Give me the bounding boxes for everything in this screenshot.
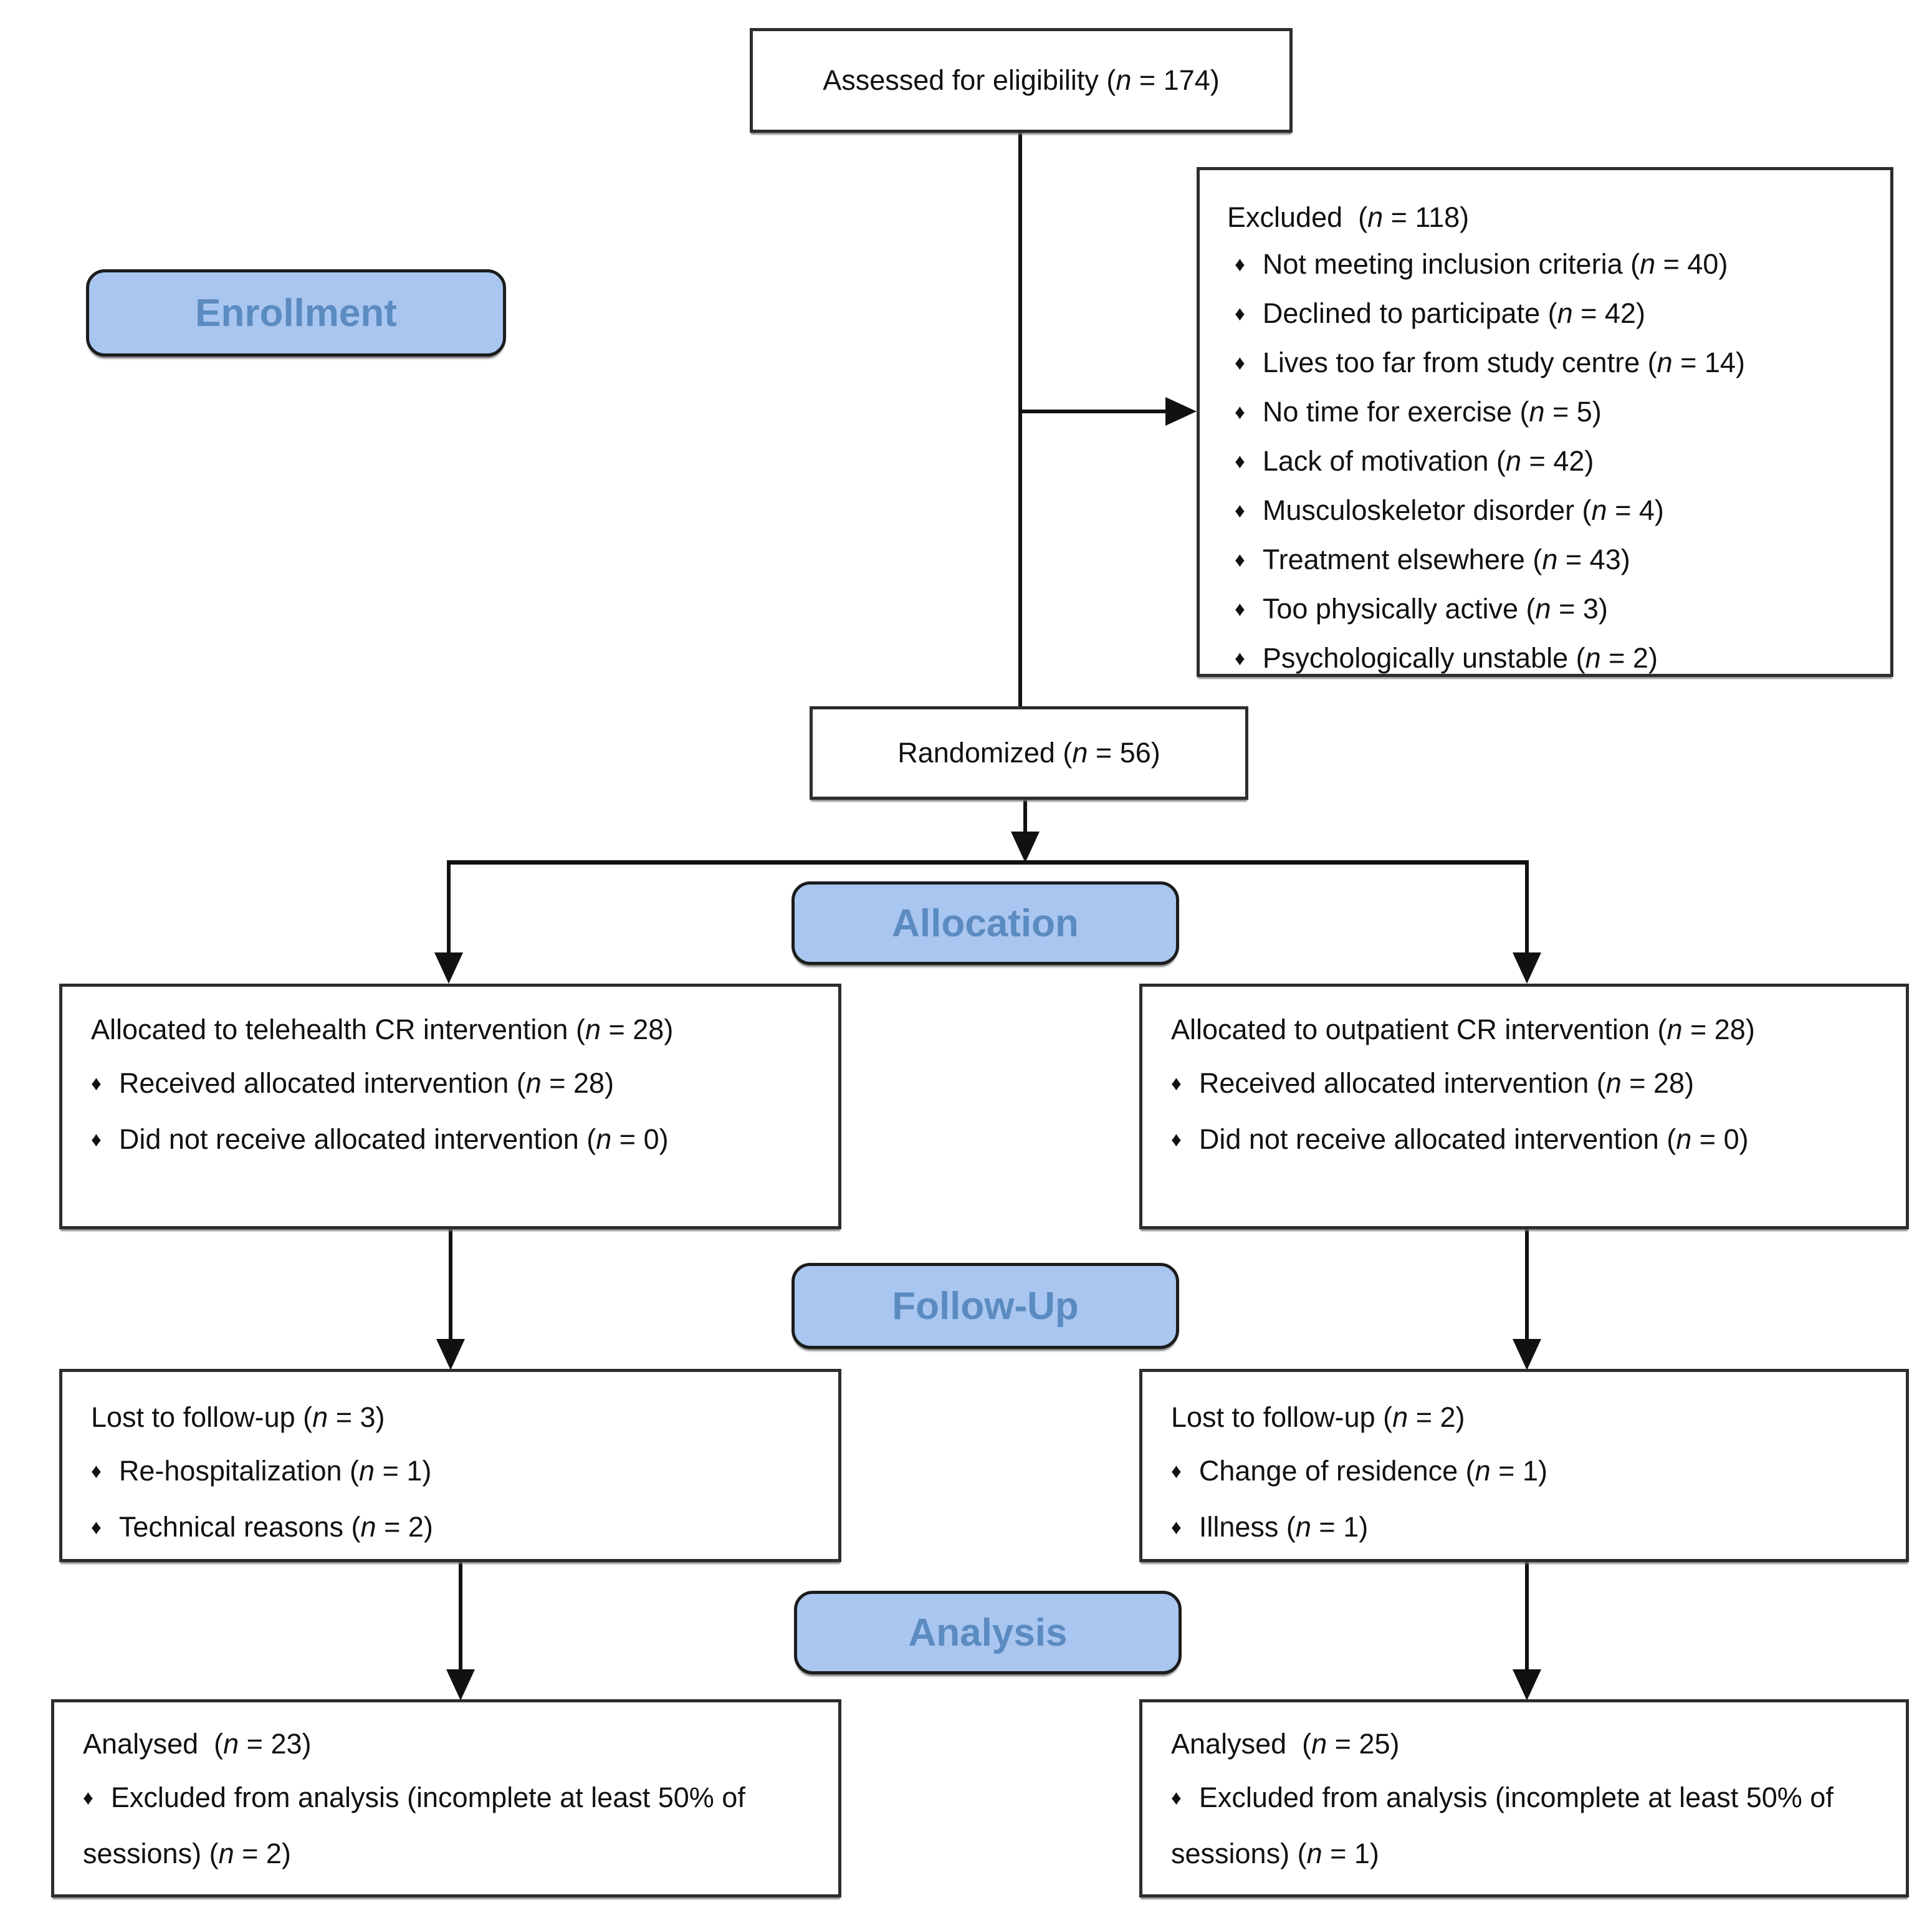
analysis-telehealth-box: Analysed (n = 23) ♦Excluded from analysi… — [51, 1699, 841, 1897]
followup-outpatient-title: Lost to follow-up (n = 2) — [1171, 1401, 1465, 1433]
excluded-item: ♦Musculoskeletor disorder (n = 4) — [1235, 494, 1664, 526]
excluded-item: ♦Declined to participate (n = 42) — [1235, 297, 1645, 329]
bullet-diamond-icon: ♦ — [1235, 400, 1245, 423]
bullet-diamond-icon: ♦ — [91, 1459, 102, 1482]
bullet-diamond-icon: ♦ — [1171, 1128, 1182, 1151]
arrowhead-icon — [434, 952, 463, 984]
bullet-diamond-icon: ♦ — [91, 1128, 102, 1151]
allocation-item: ♦Did not receive allocated intervention … — [1171, 1123, 1749, 1155]
excluded-box: Excluded (n = 118) ♦Not meeting inclusio… — [1197, 167, 1893, 677]
connector-randomized-to-branch — [1023, 798, 1027, 835]
followup-item: ♦Technical reasons (n = 2) — [91, 1511, 433, 1543]
excluded-item: ♦Too physically active (n = 3) — [1235, 593, 1608, 625]
bullet-diamond-icon: ♦ — [1235, 499, 1245, 522]
excluded-item: ♦Lack of motivation (n = 42) — [1235, 445, 1594, 477]
bullet-diamond-icon: ♦ — [1171, 1072, 1182, 1095]
allocation-item: ♦Received allocated intervention (n = 28… — [91, 1067, 615, 1099]
followup-item: ♦Change of residence (n = 1) — [1171, 1455, 1547, 1487]
followup-outpatient-box: Lost to follow-up (n = 2) ♦Change of res… — [1139, 1369, 1909, 1562]
excluded-item: ♦Psychologically unstable (n = 2) — [1235, 642, 1658, 674]
excluded-item: ♦No time for exercise (n = 5) — [1235, 396, 1602, 428]
followup-telehealth-title: Lost to follow-up (n = 3) — [91, 1401, 385, 1433]
arrowhead-icon — [1165, 397, 1197, 426]
allocation-outpatient-title: Allocated to outpatient CR intervention … — [1171, 1014, 1755, 1045]
assessed-box: Assessed for eligibility (n = 174) — [750, 28, 1293, 133]
stage-label-enrollment: Enrollment — [86, 269, 506, 357]
connector-to-excluded — [1018, 410, 1169, 413]
bullet-diamond-icon: ♦ — [1171, 1459, 1182, 1482]
excluded-list: ♦Not meeting inclusion criteria (n = 40)… — [1227, 241, 1880, 684]
arrowhead-icon — [436, 1339, 465, 1370]
allocation-telehealth-box: Allocated to telehealth CR intervention … — [59, 984, 841, 1229]
arrowhead-icon — [1513, 952, 1541, 984]
bullet-diamond-icon: ♦ — [1235, 597, 1245, 620]
bullet-diamond-icon: ♦ — [91, 1515, 102, 1538]
allocation-item: ♦Received allocated intervention (n = 28… — [1171, 1067, 1695, 1099]
bullet-diamond-icon: ♦ — [83, 1786, 93, 1809]
connector-followup-to-analysis-right — [1525, 1561, 1529, 1671]
connector-branch-to-alloc-right — [1525, 860, 1529, 954]
connector-alloc-to-followup-right — [1525, 1228, 1529, 1340]
arrowhead-icon — [1011, 832, 1040, 863]
connector-branch-horizontal — [447, 860, 1529, 865]
bullet-diamond-icon: ♦ — [1171, 1786, 1182, 1809]
followup-telehealth-list: ♦Re-hospitalization (n = 1) ♦Technical r… — [91, 1444, 822, 1556]
excluded-item: ♦Not meeting inclusion criteria (n = 40) — [1235, 248, 1728, 280]
excluded-item: ♦Treatment elsewhere (n = 43) — [1235, 544, 1630, 575]
allocation-outpatient-box: Allocated to outpatient CR intervention … — [1139, 984, 1909, 1229]
stage-label-allocation: Allocation — [791, 881, 1179, 965]
connector-branch-to-alloc-left — [447, 860, 451, 954]
analysis-telehealth-title: Analysed (n = 23) — [83, 1728, 312, 1760]
allocation-outpatient-list: ♦Received allocated intervention (n = 28… — [1171, 1057, 1890, 1169]
connector-alloc-to-followup-left — [449, 1228, 452, 1340]
followup-item: ♦Illness (n = 1) — [1171, 1511, 1369, 1543]
bullet-diamond-icon: ♦ — [1235, 351, 1245, 374]
bullet-diamond-icon: ♦ — [1235, 449, 1245, 472]
bullet-diamond-icon: ♦ — [91, 1072, 102, 1095]
analysis-item: ♦Excluded from analysis (incomplete at l… — [83, 1782, 753, 1869]
arrowhead-icon — [1513, 1339, 1541, 1370]
analysis-item: ♦Excluded from analysis (incomplete at l… — [1171, 1782, 1842, 1869]
arrowhead-icon — [446, 1669, 475, 1700]
followup-outpatient-list: ♦Change of residence (n = 1) ♦Illness (n… — [1171, 1444, 1890, 1556]
analysis-telehealth-list: ♦Excluded from analysis (incomplete at l… — [83, 1771, 822, 1881]
connector-followup-to-analysis-left — [459, 1561, 462, 1671]
bullet-diamond-icon: ♦ — [1171, 1515, 1182, 1538]
bullet-diamond-icon: ♦ — [1235, 548, 1245, 571]
randomized-box: Randomized (n = 56) — [810, 706, 1248, 800]
allocation-telehealth-list: ♦Received allocated intervention (n = 28… — [91, 1057, 822, 1169]
arrowhead-icon — [1513, 1669, 1541, 1700]
analysis-outpatient-title: Analysed (n = 25) — [1171, 1728, 1400, 1760]
bullet-diamond-icon: ♦ — [1235, 252, 1245, 276]
stage-label-followup: Follow-Up — [791, 1263, 1179, 1349]
bullet-diamond-icon: ♦ — [1235, 302, 1245, 325]
allocation-item: ♦Did not receive allocated intervention … — [91, 1123, 669, 1155]
bullet-diamond-icon: ♦ — [1235, 646, 1245, 669]
analysis-outpatient-box: Analysed (n = 25) ♦Excluded from analysi… — [1139, 1699, 1909, 1897]
excluded-title: Excluded (n = 118) — [1227, 201, 1470, 233]
connector-assessed-to-randomized — [1018, 132, 1022, 709]
excluded-item: ♦Lives too far from study centre (n = 14… — [1235, 347, 1745, 378]
followup-item: ♦Re-hospitalization (n = 1) — [91, 1455, 432, 1487]
analysis-outpatient-list: ♦Excluded from analysis (incomplete at l… — [1171, 1771, 1890, 1881]
followup-telehealth-box: Lost to follow-up (n = 3) ♦Re-hospitaliz… — [59, 1369, 841, 1562]
allocation-telehealth-title: Allocated to telehealth CR intervention … — [91, 1014, 674, 1045]
stage-label-analysis: Analysis — [794, 1591, 1182, 1674]
